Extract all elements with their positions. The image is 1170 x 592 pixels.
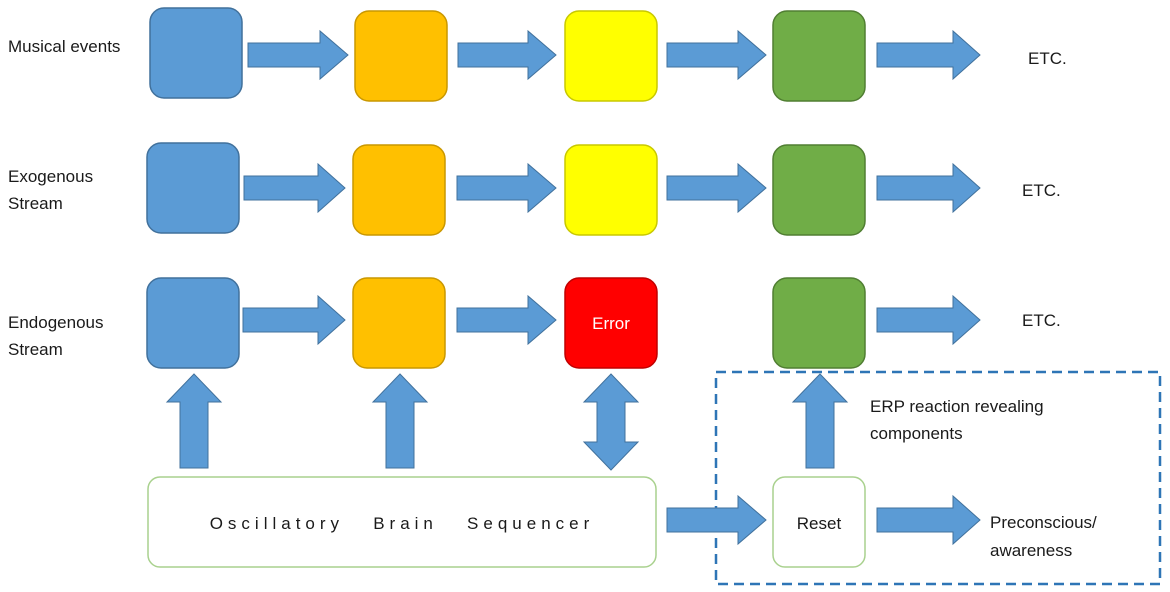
musical-box-2 <box>354 10 448 102</box>
endogenous-box-2 <box>352 277 446 369</box>
arrow-up-icon <box>371 373 429 469</box>
musical-box-4 <box>772 10 866 102</box>
oscillatory-brain-sequencer-box <box>147 476 657 568</box>
erp-dashed-region <box>714 370 1162 586</box>
sequencer-label: Oscillatory Brain Sequencer <box>210 514 595 533</box>
arrow-right-icon <box>456 162 557 214</box>
reset-box <box>772 476 866 568</box>
exogenous-box-4 <box>772 144 866 236</box>
etc-label-3: ETC. <box>1022 311 1061 330</box>
arrow-right-icon <box>876 494 981 546</box>
etc-label-2: ETC. <box>1022 181 1061 200</box>
arrow-right-icon <box>242 294 346 346</box>
arrow-right-icon <box>666 162 767 214</box>
arrow-right-icon <box>876 29 981 81</box>
endogenous-box-4 <box>772 277 866 369</box>
arrow-right-icon <box>243 162 346 214</box>
endogenous-box-1 <box>146 277 240 369</box>
etc-label-1: ETC. <box>1028 49 1067 68</box>
reset-label: Reset <box>797 514 842 533</box>
arrow-right-icon <box>876 294 981 346</box>
musical-box-1 <box>149 7 243 99</box>
arrow-up-icon <box>165 373 223 469</box>
arrow-right-icon <box>666 494 767 546</box>
arrow-right-icon <box>457 29 557 81</box>
preconscious-text: Preconscious/awareness <box>990 513 1097 560</box>
double-arrow-icon <box>582 373 640 471</box>
arrow-right-icon <box>247 29 349 81</box>
arrow-right-icon <box>876 162 981 214</box>
error-box <box>564 277 658 369</box>
musical-box-3 <box>564 10 658 102</box>
exogenous-box-1 <box>146 142 240 234</box>
arrow-right-icon <box>666 29 767 81</box>
row-label-musical-events: Musical events <box>8 37 120 56</box>
exogenous-box-2 <box>352 144 446 236</box>
exogenous-box-3 <box>564 144 658 236</box>
arrow-right-icon <box>456 294 557 346</box>
error-label: Error <box>592 314 630 333</box>
arrow-up-icon <box>791 373 849 469</box>
